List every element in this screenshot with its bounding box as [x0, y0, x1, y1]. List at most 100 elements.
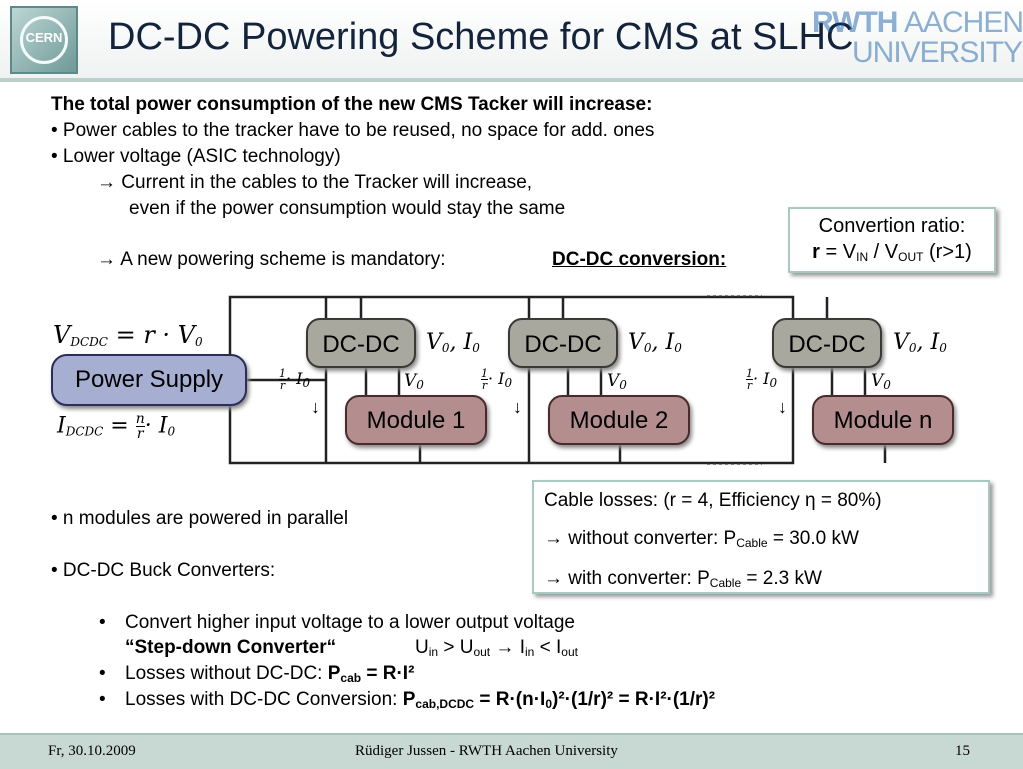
- out1-isub: 0: [472, 341, 480, 355]
- vdcdc-formula: VDCDC = r · V0: [53, 321, 203, 349]
- slide-footer: Fr, 30.10.2009 Rüdiger Jussen - RWTH Aac…: [0, 733, 1023, 769]
- current-2-sub: 0: [504, 376, 513, 390]
- footer-page-number: 15: [955, 743, 970, 759]
- out1-v: V: [426, 330, 442, 355]
- out1-i: , I: [449, 330, 473, 355]
- vdcdc-rhs: = r · V: [107, 321, 196, 349]
- current-1-num: 1: [279, 367, 286, 380]
- cern-logo-text: CERN: [25, 30, 63, 45]
- pcab-sub: cab: [340, 671, 362, 685]
- losses-without-label: → without converter: P: [544, 528, 737, 549]
- down-arrow-icon: ↓: [778, 397, 787, 417]
- current-1-den: r: [279, 379, 286, 392]
- sub-bullet-losses-with: Losses with DC-DC Conversion: Pcab,DCDC …: [125, 689, 715, 711]
- idcdc-rhs: · I: [144, 413, 168, 439]
- slide-title: DC-DC Powering Scheme for CMS at SLHC: [108, 16, 854, 58]
- sub-bullet-convert: Convert higher input voltage to a lower …: [125, 612, 575, 633]
- footer-author: Rüdiger Jussen - RWTH Aachen University: [355, 743, 618, 759]
- module-1: Module 1: [345, 395, 487, 445]
- v0-2-v: V: [607, 371, 620, 391]
- conversion-ratio-box: Convertion ratio: r = VIN / VOUT (r>1): [788, 207, 996, 273]
- intro-bullet-voltage: • Lower voltage (ASIC technology): [51, 146, 341, 167]
- ratio-title: Convertion ratio:: [818, 215, 966, 237]
- v0-n-v: V: [871, 371, 884, 391]
- outn-vsub: 0: [908, 341, 917, 355]
- rwth-logo-aachen: AACHEN: [904, 6, 1023, 39]
- rel-iout: out: [561, 645, 578, 659]
- idcdc-sub: DCDC: [65, 424, 104, 439]
- power-supply-block: Power Supply: [51, 354, 247, 406]
- v0-label-1: V0: [404, 371, 424, 391]
- idcdc-frac-den: r: [136, 426, 144, 442]
- cern-logo: CERN: [10, 6, 78, 74]
- pcabdcdc-sub0: 0: [545, 697, 553, 711]
- intro-arrow-scheme: → A new powering scheme is mandatory:: [97, 249, 446, 270]
- losses-without-converter: → without converter: PCable = 30.0 kW: [544, 528, 859, 550]
- output-label-1: V0, I0: [426, 330, 480, 355]
- idcdc-i: I: [57, 413, 66, 439]
- dcdc-converter-n: DC-DC: [772, 318, 882, 368]
- current-n-tail: · I: [753, 369, 770, 388]
- current-2-tail: · I: [488, 369, 505, 388]
- step-down-relation: Uin > Uout → Iin < Iout: [415, 637, 578, 659]
- bullet-buck: • DC-DC Buck Converters:: [51, 560, 276, 581]
- bullet-parallel: • n modules are powered in parallel: [51, 508, 349, 529]
- outn-v: V: [893, 330, 909, 355]
- step-down-label: “Step-down Converter“: [125, 637, 337, 658]
- slide-header: [0, 0, 1023, 80]
- intro-arrow-current-cont: even if the power consumption would stay…: [129, 198, 566, 219]
- losses-with-sub: Cable: [709, 576, 742, 590]
- pcabdcdc-sub: cab,DCDC: [415, 697, 475, 711]
- losses-title: Cable losses: (r = 4, Efficiency η = 80%…: [544, 490, 882, 511]
- sub-bullet-losses-without: Losses without DC-DC: Pcab = R·I²: [125, 663, 414, 685]
- outn-i: , I: [916, 330, 940, 355]
- losses-with-value: = 2.3 kW: [741, 568, 822, 589]
- rel-gt: > U: [438, 637, 474, 658]
- ratio-slash: / V: [868, 241, 899, 263]
- ratio-out: OUT: [898, 250, 924, 264]
- ratio-formula: r = VIN / VOUT (r>1): [790, 239, 994, 265]
- rel-u: U: [415, 637, 429, 658]
- v0-1-sub: 0: [416, 378, 424, 392]
- v0-label-n: V0: [871, 371, 891, 391]
- current-n-den: r: [746, 379, 753, 392]
- intro-arrow-current: → Current in the cables to the Tracker w…: [97, 172, 533, 193]
- losses-without-text: Losses without DC-DC:: [125, 663, 328, 684]
- module-2: Module 2: [548, 395, 690, 445]
- current-1-tail: · I: [286, 369, 303, 388]
- output-label-2: V0, I0: [628, 330, 682, 355]
- current-1-sub: 0: [302, 376, 311, 390]
- pcabdcdc-rhs-a: = R·(n·I: [474, 689, 546, 710]
- v0-1-v: V: [404, 371, 417, 391]
- out2-v: V: [628, 330, 644, 355]
- header-divider: [0, 78, 1023, 82]
- cable-losses-box: Cable losses: (r = 4, Efficiency η = 80%…: [532, 480, 990, 594]
- dcdc-conversion-heading: DC-DC conversion:: [552, 249, 727, 270]
- sub-bullet-dot: •: [99, 612, 106, 633]
- losses-with-label: → with converter: P: [544, 568, 710, 589]
- sub-bullet-dot: •: [99, 663, 106, 684]
- out1-vsub: 0: [441, 341, 450, 355]
- pcabdcdc-p: P: [402, 689, 416, 710]
- rwth-logo-text: RWTH: [812, 6, 898, 39]
- ratio-eq: = V: [819, 241, 857, 263]
- rel-uout: out: [473, 645, 491, 659]
- rwth-logo-university: UNIVERSITY: [852, 36, 1023, 69]
- pcab-rhs: = R·I²: [361, 663, 415, 684]
- current-n-num: 1: [746, 367, 753, 380]
- losses-with-text: Losses with DC-DC Conversion:: [125, 689, 403, 710]
- dcdc-converter-1: DC-DC: [306, 318, 416, 368]
- v0-label-2: V0: [607, 371, 627, 391]
- current-2-num: 1: [481, 367, 488, 380]
- sub-bullet-dot: •: [99, 689, 106, 710]
- vdcdc-v: V: [53, 321, 71, 349]
- output-label-n: V0, I0: [893, 330, 947, 355]
- outn-isub: 0: [939, 341, 947, 355]
- vdcdc-sub: DCDC: [70, 335, 108, 349]
- current-2-den: r: [481, 379, 488, 392]
